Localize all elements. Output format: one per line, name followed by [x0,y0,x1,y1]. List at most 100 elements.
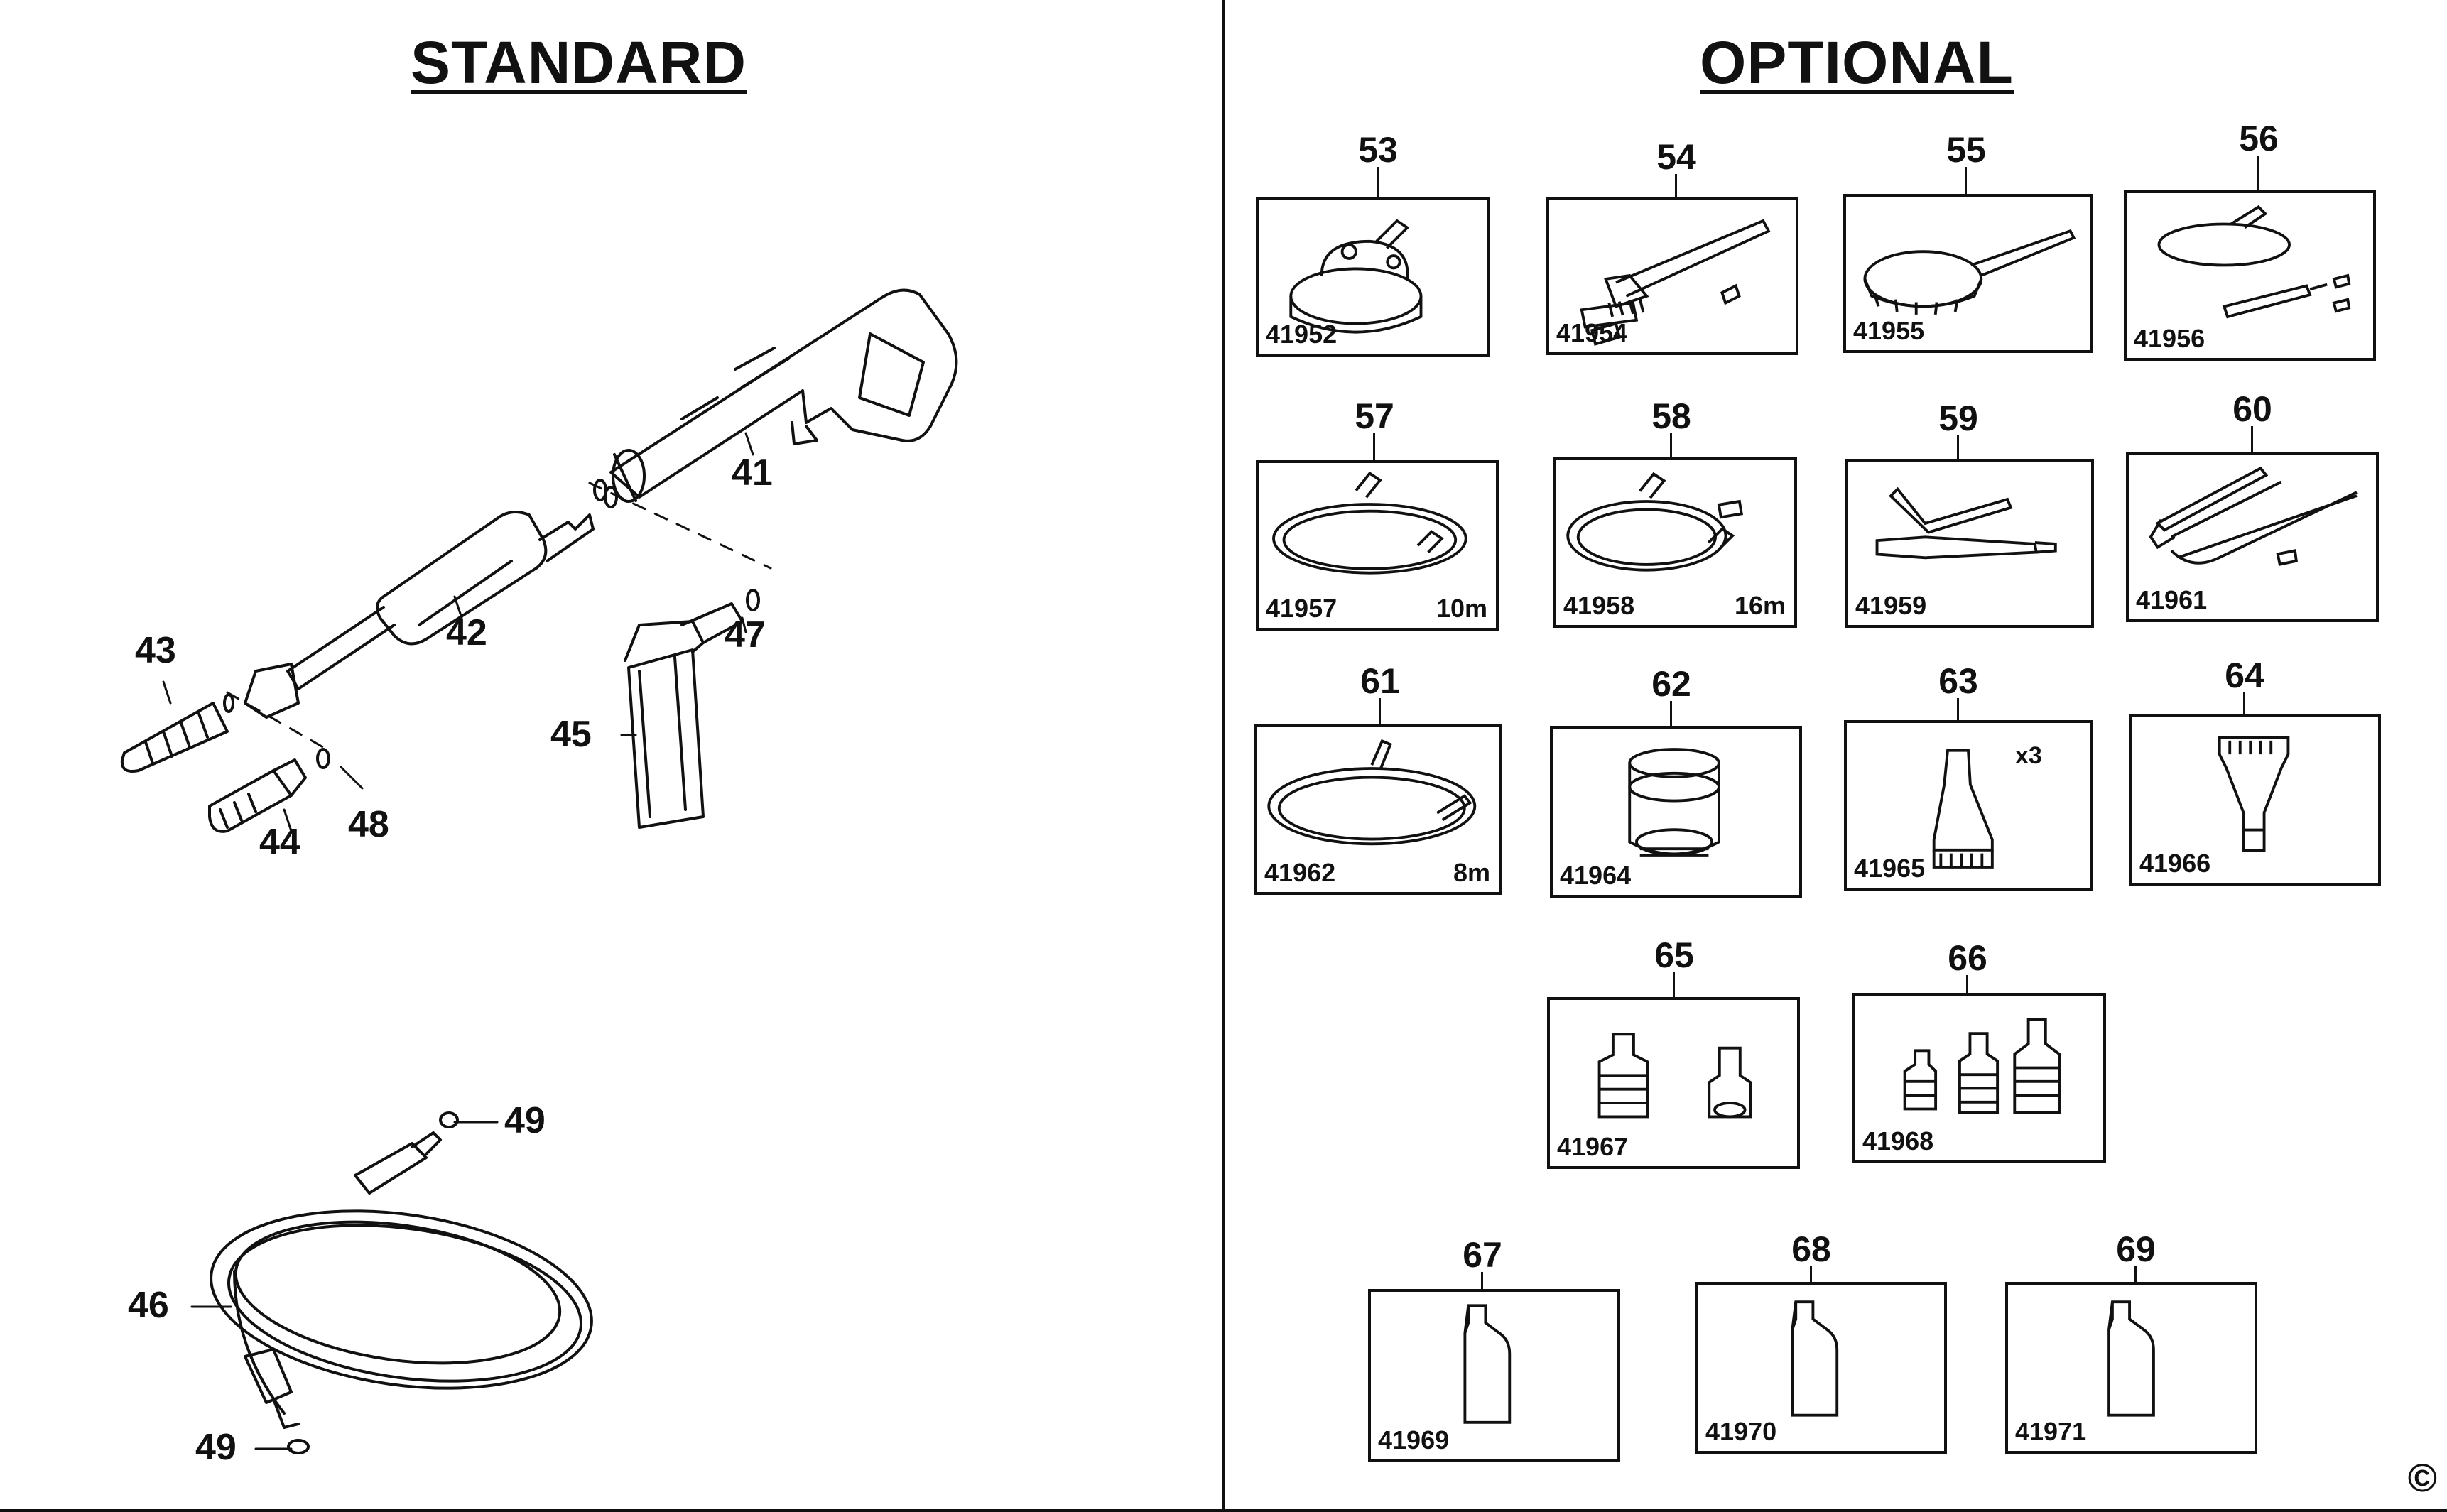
spray-gun-icon [609,288,958,503]
item-box-41966: 41966 [2129,714,2381,886]
patio-cleaner-icon [1289,219,1423,334]
item-number-64: 64 [2225,656,2264,695]
item-box-41956: 41956 [2124,190,2376,361]
hose-adapter-icon [1566,472,1744,572]
item-number-54: 54 [1656,137,1696,177]
item-box-41959: 41959 [1845,459,2094,628]
part-code: 41968 [1862,1126,1934,1155]
standard-title: STANDARD [411,29,747,96]
leader-line [2257,156,2259,191]
lance-icon [244,479,618,719]
foam-bottle-icon [624,589,760,829]
connectors-icon [1597,1033,1752,1119]
copyright-icon: © [2407,1455,2437,1500]
item-number-65: 65 [1654,935,1694,975]
part-code: 41970 [1705,1417,1777,1446]
item-number-66: 66 [1948,938,1987,978]
detergent-bottle-icon [1463,1304,1512,1424]
extension-lance-icon [2149,466,2358,566]
item-box-41958: 41958 16m [1553,457,1797,628]
item-number-60: 60 [2232,389,2272,429]
item-number-56: 56 [2239,119,2279,158]
hose-icon [210,1111,593,1454]
callout-42: 42 [446,612,487,653]
leader-line [1670,701,1672,727]
leader-line [1481,1272,1483,1293]
item-box-41969: 41969 [1368,1289,1620,1462]
leader-line [1670,433,1672,459]
item-number-67: 67 [1463,1235,1502,1275]
item-box-41955: 41955 [1843,194,2093,353]
leader-line [2134,1266,2137,1284]
hose-icon [1272,471,1467,575]
item-box-41961: 41961 [2126,452,2379,622]
leader-line [1810,1266,1812,1284]
part-code: 41971 [2015,1417,2087,1446]
part-code: 41959 [1855,591,1927,620]
hose-length: 16m [1734,591,1786,620]
part-code: 41958 [1563,591,1635,620]
item-box-41952: 41952 [1256,197,1490,357]
part-code: 41956 [2134,324,2205,353]
item-box-41965: x3 41965 [1844,720,2093,891]
leader-line [1957,698,1959,723]
item-number-63: 63 [1938,661,1978,701]
callout-47: 47 [725,614,766,656]
bottom-border [0,1509,2447,1512]
leader-line [1373,433,1375,462]
callout-49-bottom: 49 [195,1427,237,1468]
leader-line [1965,167,1967,195]
leader-line [1379,698,1381,727]
brush-lance-icon [1580,219,1771,346]
item-box-41957: 41957 10m [1256,460,1499,631]
part-code: 41967 [1557,1132,1629,1161]
item-number-55: 55 [1946,130,1986,170]
leader-line [1377,167,1379,199]
adjustable-nozzle-icon [208,748,330,833]
item-box-41962: 41962 8m [1254,724,1502,895]
optional-title: OPTIONAL [1700,29,2014,96]
callout-48: 48 [348,804,389,845]
callout-41: 41 [732,452,773,494]
part-code: 41969 [1378,1425,1450,1454]
nozzle-icon [2218,736,2290,852]
extension-hose-icon [1267,739,1477,846]
detergent-bottle-icon [1791,1300,1839,1417]
section-divider [1222,0,1225,1512]
hose-length: 10m [1436,594,1487,623]
item-number-59: 59 [1938,398,1978,438]
leader-line [1966,975,1968,995]
item-box-41970: 41970 [1695,1282,1947,1454]
part-code: 41965 [1854,854,1926,883]
turbo-nozzle-icon [120,693,234,773]
callout-49-top: 49 [504,1100,546,1141]
item-box-41968: 41968 [1852,993,2106,1163]
detergent-bottle-icon [2107,1300,2155,1417]
item-box-41967: 41967 [1547,997,1800,1169]
leader-line [2243,692,2245,715]
rotary-brush-icon [1863,229,2076,315]
item-number-53: 53 [1358,130,1398,170]
item-box-41954: 41954 [1546,197,1798,355]
item-number-61: 61 [1360,661,1400,701]
part-code: 41962 [1264,858,1336,887]
standard-parts-drawing [120,288,958,1454]
item-number-68: 68 [1791,1229,1831,1269]
leader-line [1957,435,1959,460]
hose-length: 8m [1453,858,1490,887]
item-box-41971: 41971 [2005,1282,2257,1454]
part-code: 41961 [2136,585,2208,614]
item-number-69: 69 [2116,1229,2156,1269]
item-number-57: 57 [1355,396,1394,436]
callout-44: 44 [259,822,300,863]
item-number-62: 62 [1651,664,1691,704]
part-code: 41964 [1560,861,1632,890]
nozzle-icon [1932,749,1994,869]
callout-43: 43 [135,630,176,671]
leader-line [1675,174,1677,199]
item-box-41964: 41964 [1550,726,1802,898]
callout-46: 46 [128,1285,169,1326]
part-code: 41966 [2139,849,2211,878]
part-code: 41954 [1556,318,1628,347]
